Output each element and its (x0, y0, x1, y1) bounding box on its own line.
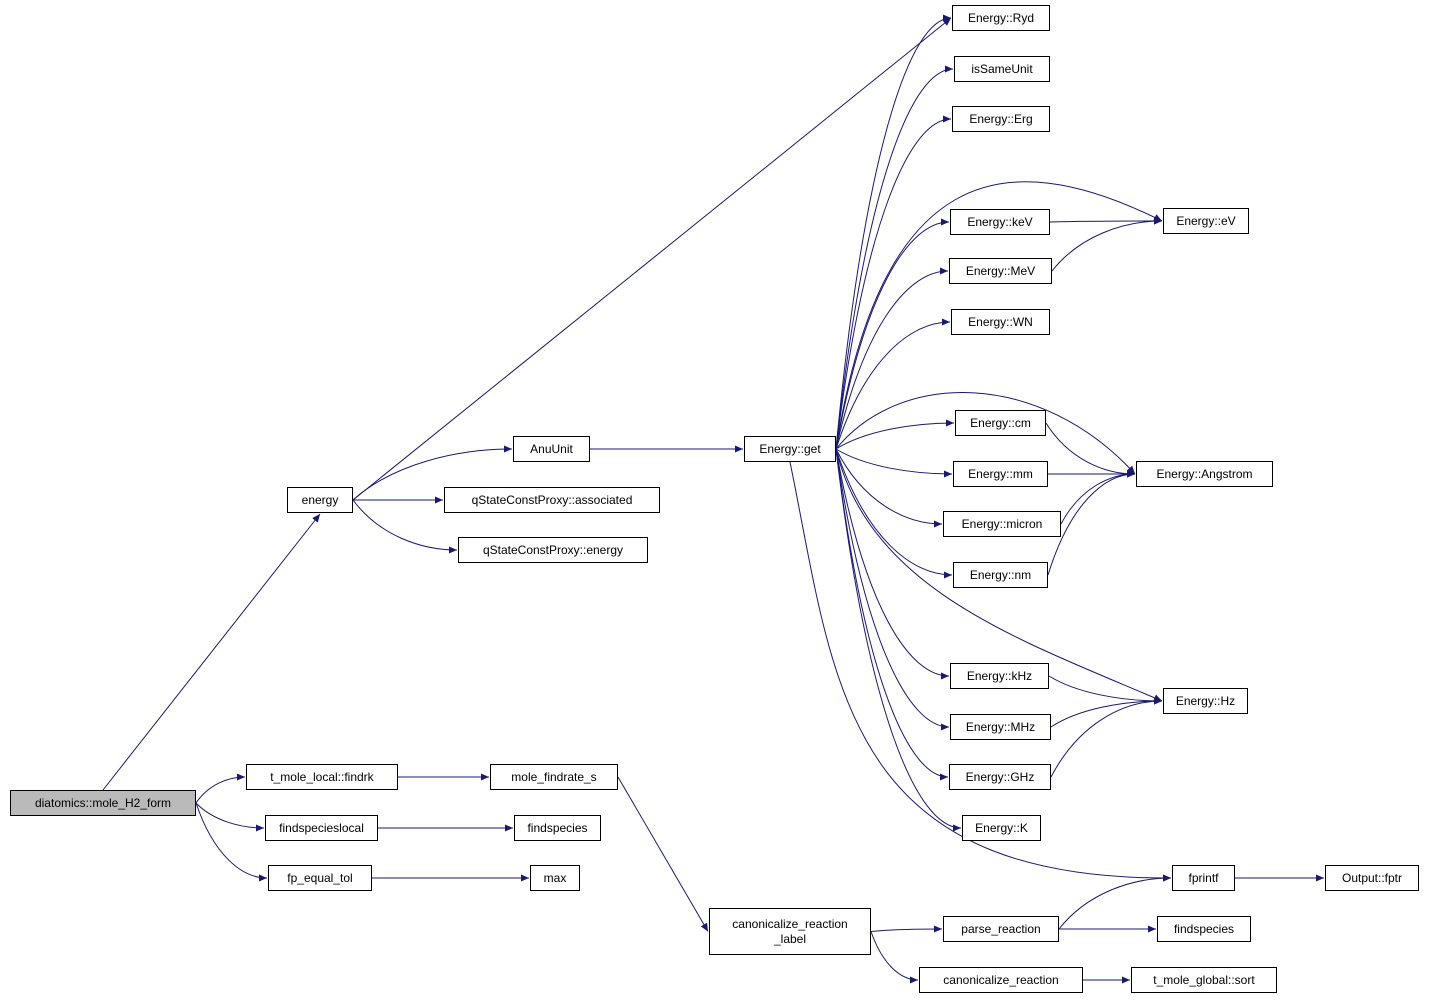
node-issameunit[interactable]: isSameUnit (954, 56, 1050, 82)
node-k[interactable]: Energy::K (962, 815, 1041, 841)
node-findrk[interactable]: t_mole_local::findrk (246, 764, 398, 790)
edge-energy-to-ryd (352, 17, 952, 501)
node-wn[interactable]: Energy::WN (951, 309, 1050, 335)
edge-get-to-micron (835, 448, 943, 528)
edge-energy-to-qenergy (352, 499, 458, 554)
edge-canonlabel-to-canonreaction (870, 931, 919, 984)
edge-molefindrate-to-canonlabel (617, 776, 709, 932)
edge-root-to-findrk (195, 773, 246, 804)
node-sort[interactable]: t_mole_global::sort (1131, 967, 1277, 993)
node-fprintf[interactable]: fprintf (1172, 865, 1235, 891)
node-root: diatomics::mole_H2_form (10, 790, 196, 816)
edge-get-to-angstrom (835, 392, 1136, 475)
edge-mev-to-ev (1051, 217, 1163, 272)
node-canonlabel[interactable]: canonicalize_reaction _label (709, 908, 871, 955)
node-angstrom[interactable]: Energy::Angstrom (1136, 461, 1273, 487)
node-ghz[interactable]: Energy::GHz (949, 764, 1051, 790)
node-kev[interactable]: Energy::keV (950, 209, 1050, 235)
node-cm[interactable]: Energy::cm (955, 410, 1046, 436)
edge-get-to-cm (835, 419, 955, 450)
node-qenergy[interactable]: qStateConstProxy::energy (458, 537, 648, 563)
edge-energy-to-anuunit (352, 445, 513, 501)
edge-get-to-khz (835, 448, 950, 680)
node-ev[interactable]: Energy::eV (1163, 208, 1249, 234)
node-nm[interactable]: Energy::nm (953, 562, 1048, 588)
node-erg[interactable]: Energy::Erg (952, 106, 1050, 132)
edge-get-to-fprintf (789, 461, 1172, 882)
edge-get-to-ev (835, 181, 1163, 450)
node-qassoc[interactable]: qStateConstProxy::associated (444, 487, 660, 513)
edge-get-to-hz (835, 448, 1163, 702)
edge-mhz-to-hz (1050, 697, 1163, 728)
edge-micron-to-angstrom (1060, 470, 1136, 525)
edge-get-to-erg (835, 115, 952, 450)
edge-get-to-wn (835, 318, 951, 450)
node-hz[interactable]: Energy::Hz (1163, 688, 1248, 714)
node-findspecies1[interactable]: findspecies (514, 815, 601, 841)
edge-root-to-findspecieslocal (195, 802, 265, 832)
edge-get-to-ryd (835, 14, 952, 450)
node-molefindrate[interactable]: mole_findrate_s (490, 764, 618, 790)
edge-root-to-energy (102, 513, 321, 791)
edge-get-to-issameunit (835, 65, 954, 450)
node-parsereaction[interactable]: parse_reaction (943, 916, 1059, 942)
edge-get-to-ghz (835, 448, 949, 781)
edge-get-to-mhz (835, 448, 950, 731)
edge-parsereaction-to-fprintf (1058, 874, 1172, 930)
edge-get-to-mm (835, 448, 953, 478)
edge-nm-to-angstrom (1047, 470, 1136, 576)
node-findspecieslocal[interactable]: findspecieslocal (265, 815, 378, 841)
node-mhz[interactable]: Energy::MHz (950, 714, 1051, 740)
edge-get-to-k (835, 448, 962, 832)
edge-ghz-to-hz (1050, 697, 1163, 778)
edge-cm-to-angstrom (1045, 422, 1136, 478)
node-micron[interactable]: Energy::micron (943, 511, 1061, 537)
edge-get-to-kev (835, 218, 950, 450)
node-anuunit[interactable]: AnuUnit (513, 436, 590, 462)
node-ryd[interactable]: Energy::Ryd (952, 5, 1050, 31)
node-khz[interactable]: Energy::kHz (950, 663, 1049, 689)
node-canonreaction[interactable]: canonicalize_reaction (919, 967, 1083, 993)
edge-canonlabel-to-parsereaction (870, 925, 943, 933)
node-findspecies2[interactable]: findspecies (1157, 916, 1251, 942)
edge-root-to-fpequaltol (195, 802, 268, 882)
node-mev[interactable]: Energy::MeV (949, 258, 1052, 284)
edge-get-to-nm (835, 448, 953, 579)
node-mm[interactable]: Energy::mm (953, 461, 1048, 487)
edge-get-to-mev (835, 267, 949, 450)
node-fpequaltol[interactable]: fp_equal_tol (268, 865, 372, 891)
edge-khz-to-hz (1048, 675, 1163, 705)
node-max[interactable]: max (530, 865, 580, 891)
node-energy[interactable]: energy (287, 487, 353, 513)
node-outputfptr[interactable]: Output::fptr (1325, 865, 1419, 891)
node-get[interactable]: Energy::get (744, 436, 836, 462)
